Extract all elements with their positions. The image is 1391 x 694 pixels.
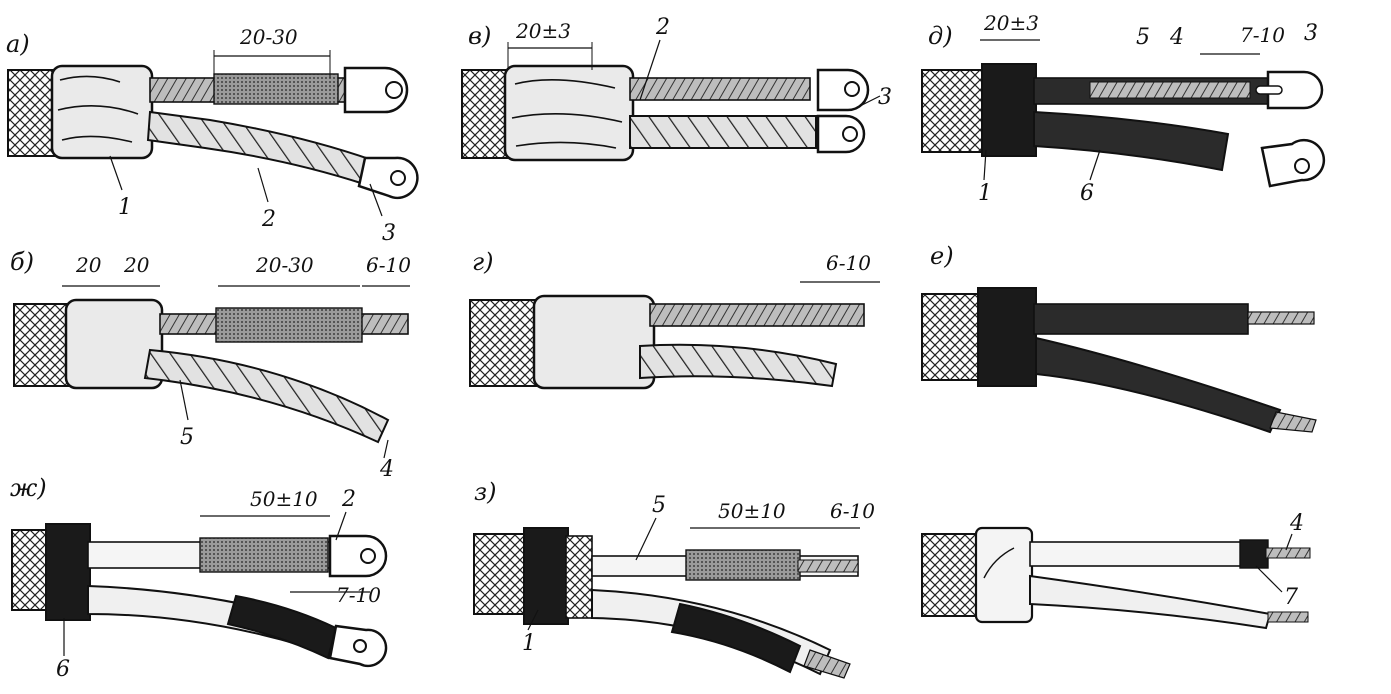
dark-tape-band [226,594,338,660]
callout-7: 7 [1284,585,1298,610]
callout-5: 5 [1136,25,1150,50]
callout-5: 5 [652,493,666,518]
cable-braid [461,69,511,159]
lug-terminal [816,114,866,154]
upper-core-insulation [1029,541,1267,567]
panel-letter-v: в) [468,22,491,50]
panel-g: г) 6-10 [469,248,880,390]
lug-terminal [1266,70,1324,110]
dark-tape-band [45,523,91,621]
tube-sleeve [685,549,801,581]
lug-terminal [328,534,388,578]
tape-winding [64,298,164,390]
cable-braid [473,533,527,615]
callout-4: 4 [1289,511,1304,536]
callout-2: 2 [261,207,276,232]
panel-letter-a: а) [6,30,30,58]
tube-sleeve [199,537,329,573]
dark-tape-band [981,63,1037,157]
dimension-label: 20±3 [515,19,571,43]
panel-zh: ж) 50±10 7-10 2 6 [10,474,388,682]
lower-core-sleeve [1035,336,1282,434]
tube-sleeve [213,73,339,105]
dimension-label: 50±10 [250,487,318,511]
panel-letter-z: з) [474,478,496,506]
callout-4: 4 [379,457,394,482]
dimension-label: 20 [123,253,150,277]
callout-2: 2 [341,487,356,512]
panel-letter-e: е) [930,242,954,270]
dimension-label: 20-30 [255,253,314,277]
lower-core-spiral [639,343,838,388]
lower-core-insulation [1029,574,1272,630]
callout-6: 6 [56,657,70,682]
callout-5: 5 [180,425,194,450]
callout-1: 1 [522,631,536,656]
callout-3: 3 [878,85,892,110]
panel-b: б) 20 20 20-30 6-10 5 4 [10,248,411,482]
lug-terminal [816,68,870,112]
dimension-label: 7-10 [1240,23,1285,47]
lower-core-spiral [629,115,817,149]
panel-letter-g: г) [472,248,494,276]
upper-conductor [629,77,811,101]
dimension-label: 20-30 [239,25,298,49]
callout-3: 3 [382,221,396,246]
tape-winding [503,64,635,162]
callout-1: 1 [118,195,132,220]
dark-tape-band [523,527,569,625]
dimension-label: 50±10 [718,499,786,523]
lug-terminal [357,156,419,200]
dark-tape-band [670,602,802,674]
callout-4: 4 [1169,25,1184,50]
callout-2: 2 [655,15,670,40]
panel-v: в) 20±3 2 3 [461,15,892,162]
lower-core-sleeve [1033,110,1230,172]
light-tape-band [974,526,1034,624]
panel-letter-d: д) [928,22,953,50]
panel-e: е) [921,242,1317,434]
cable-braid [469,299,539,387]
callout-3: 3 [1304,21,1318,46]
panel-letter-zh: ж) [10,474,47,502]
cable-braid [7,69,59,157]
tape-winding [532,294,656,390]
dimension-label: 6-10 [830,499,875,523]
dimension-label: 20 [75,253,102,277]
tube-sleeve [215,307,363,343]
cable-braid [921,69,985,153]
cable-braid [921,533,981,617]
upper-core-sleeve [1033,303,1249,335]
panel-letter-b: б) [10,248,34,276]
cable-braid [921,293,983,381]
dimension-label: 7-10 [336,583,381,607]
panel-d: д) 20±3 7-10 5 4 3 1 6 [921,11,1326,206]
lower-core-spiral [143,348,390,444]
dimension-label: 6-10 [366,253,411,277]
panel-z: з) 50±10 6-10 5 1 [473,478,875,679]
dimension-label: 6-10 [826,251,871,275]
callout-6: 6 [1080,181,1094,206]
panel-a: а) 20-30 1 2 3 [6,25,419,246]
lug-terminal [343,66,409,114]
dark-tape-band [977,287,1037,387]
panel-i: и) 4 7 [921,511,1311,630]
dimension-label: 20±3 [983,11,1039,35]
callout-1: 1 [978,181,992,206]
cable-braid [13,303,71,387]
tape-winding [50,64,154,160]
upper-conductor [649,303,865,327]
lug-terminal [1260,138,1326,188]
